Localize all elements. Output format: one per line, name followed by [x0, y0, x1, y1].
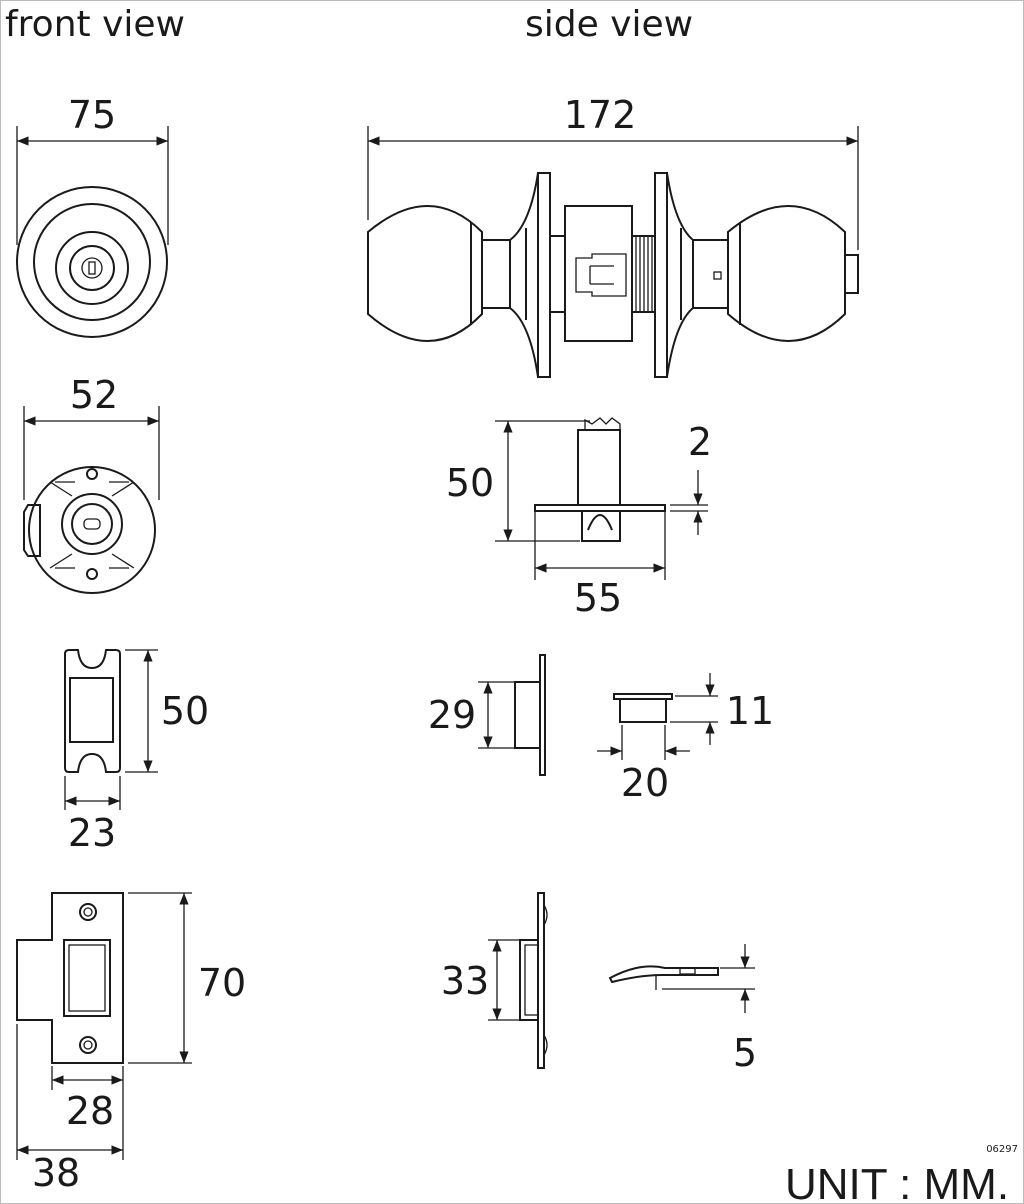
dim-strike-width: 23	[68, 811, 116, 855]
dim-overall-length: 172	[564, 93, 637, 137]
strike-box-side	[597, 673, 718, 760]
dim-face-height: 29	[428, 693, 476, 737]
dim-box-depth: 11	[726, 689, 774, 733]
dim-knob-diameter: 75	[68, 93, 116, 137]
dim-full-strike-inner-width: 28	[66, 1089, 114, 1133]
face-plate-side	[478, 654, 546, 776]
small-strike-plate	[64, 649, 158, 810]
side-view-heading: side view	[525, 4, 693, 45]
latch-side-view	[495, 417, 708, 580]
dim-box-width: 20	[621, 761, 669, 805]
dim-full-strike-width: 38	[32, 1151, 80, 1195]
dim-bolt-projection: 5	[733, 1031, 757, 1075]
latch-tongue-side	[608, 944, 755, 1013]
side-view-assembly	[367, 126, 859, 378]
dim-latch-plate-width: 55	[574, 576, 622, 620]
front-view-heading: front view	[5, 4, 185, 45]
dim-latch-face-thickness: 2	[688, 420, 712, 464]
dim-bolt-height: 33	[441, 959, 489, 1003]
dim-latch-backset: 50	[446, 461, 494, 505]
unit-label: UNIT : MM.	[785, 1160, 1009, 1204]
dim-rose-diameter: 52	[70, 373, 118, 417]
drawing-code: 06297	[986, 1144, 1018, 1155]
front-view-knob	[16, 126, 169, 338]
bolt-side-view	[488, 892, 548, 1069]
rose-front-view	[23, 406, 160, 594]
dim-strike-height: 50	[161, 689, 209, 733]
full-strike-plate	[16, 892, 192, 1160]
dim-full-strike-height: 70	[198, 961, 246, 1005]
